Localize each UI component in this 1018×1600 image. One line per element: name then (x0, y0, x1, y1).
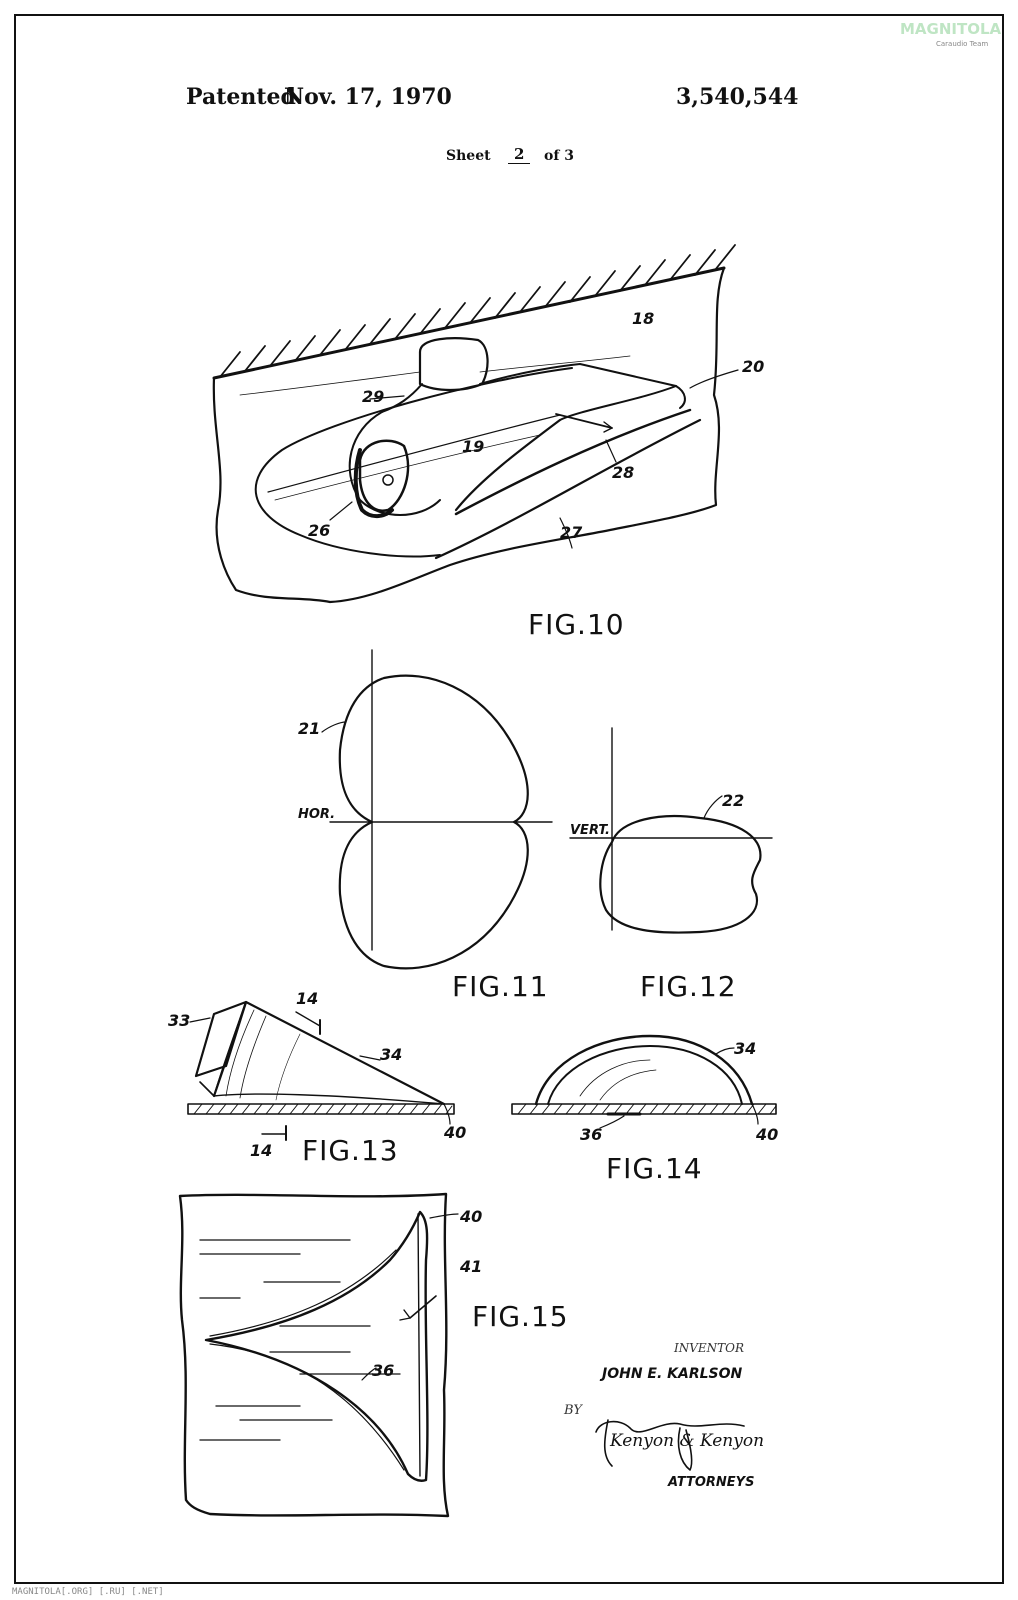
ref-21: 21 (298, 719, 320, 738)
ref-19: 19 (462, 437, 484, 456)
patented-label: Patented (186, 84, 296, 110)
sheet-of: of 3 (544, 148, 574, 164)
ref-14-top: 14 (296, 989, 318, 1008)
ref-28: 28 (612, 463, 634, 482)
fig10-title: FIG.10 (528, 608, 625, 641)
watermark-sub: Caraudio Team (936, 40, 989, 48)
fig15-title: FIG.15 (472, 1300, 569, 1333)
page-border (14, 14, 1004, 1584)
inventor-label: INVENTOR (673, 1341, 744, 1355)
patent-number: 3,540,544 (676, 84, 799, 110)
ref-vert: VERT. (570, 823, 610, 838)
ref-33: 33 (168, 1011, 190, 1030)
fig12-drawing (569, 727, 773, 934)
sheet-label: Sheet (446, 148, 491, 164)
ref-40-fig15: 40 (459, 1207, 482, 1226)
ref-26: 26 (308, 521, 330, 540)
footer-watermark: MAGNITOLA[.ORG] [.RU] [.NET] (12, 1587, 164, 1597)
ref-36-fig15: 36 (372, 1361, 394, 1380)
attorneys-label: ATTORNEYS (667, 1475, 754, 1490)
fig11-drawing (321, 649, 553, 970)
ref-40-fig14: 40 (755, 1125, 778, 1144)
ref-29: 29 (362, 387, 384, 406)
ref-14-bottom: 14 (250, 1141, 272, 1160)
ref-27: 27 (560, 523, 583, 542)
fig14-drawing (511, 1034, 777, 1129)
inventor-name: JOHN E. KARLSON (599, 1366, 743, 1382)
ref-18: 18 (632, 309, 654, 328)
ref-20: 20 (742, 357, 764, 376)
ref-34-fig14: 34 (734, 1039, 756, 1058)
ref-41: 41 (459, 1257, 482, 1276)
signature-text: Kenyon & Kenyon (609, 1431, 764, 1451)
patent-date: Nov. 17, 1970 (284, 84, 452, 110)
fig15-drawing (178, 1192, 459, 1518)
sheet-number: 2 (508, 145, 531, 164)
ref-22: 22 (722, 791, 744, 810)
ref-36-fig14: 36 (580, 1125, 602, 1144)
attorney-signature (595, 1419, 745, 1471)
fig13-title: FIG.13 (302, 1134, 399, 1167)
watermark-brand: MAGNITOLA (900, 20, 1002, 38)
fig13-drawing (187, 1000, 455, 1141)
by-label: BY (563, 1403, 583, 1418)
fig12-title: FIG.12 (640, 970, 737, 1003)
fig11-title: FIG.11 (452, 970, 549, 1003)
ref-40-fig13: 40 (443, 1123, 466, 1142)
ref-34-fig13: 34 (380, 1045, 402, 1064)
fig10-drawing (212, 244, 739, 604)
ref-hor: HOR. (298, 807, 335, 822)
fig14-title: FIG.14 (606, 1152, 703, 1185)
